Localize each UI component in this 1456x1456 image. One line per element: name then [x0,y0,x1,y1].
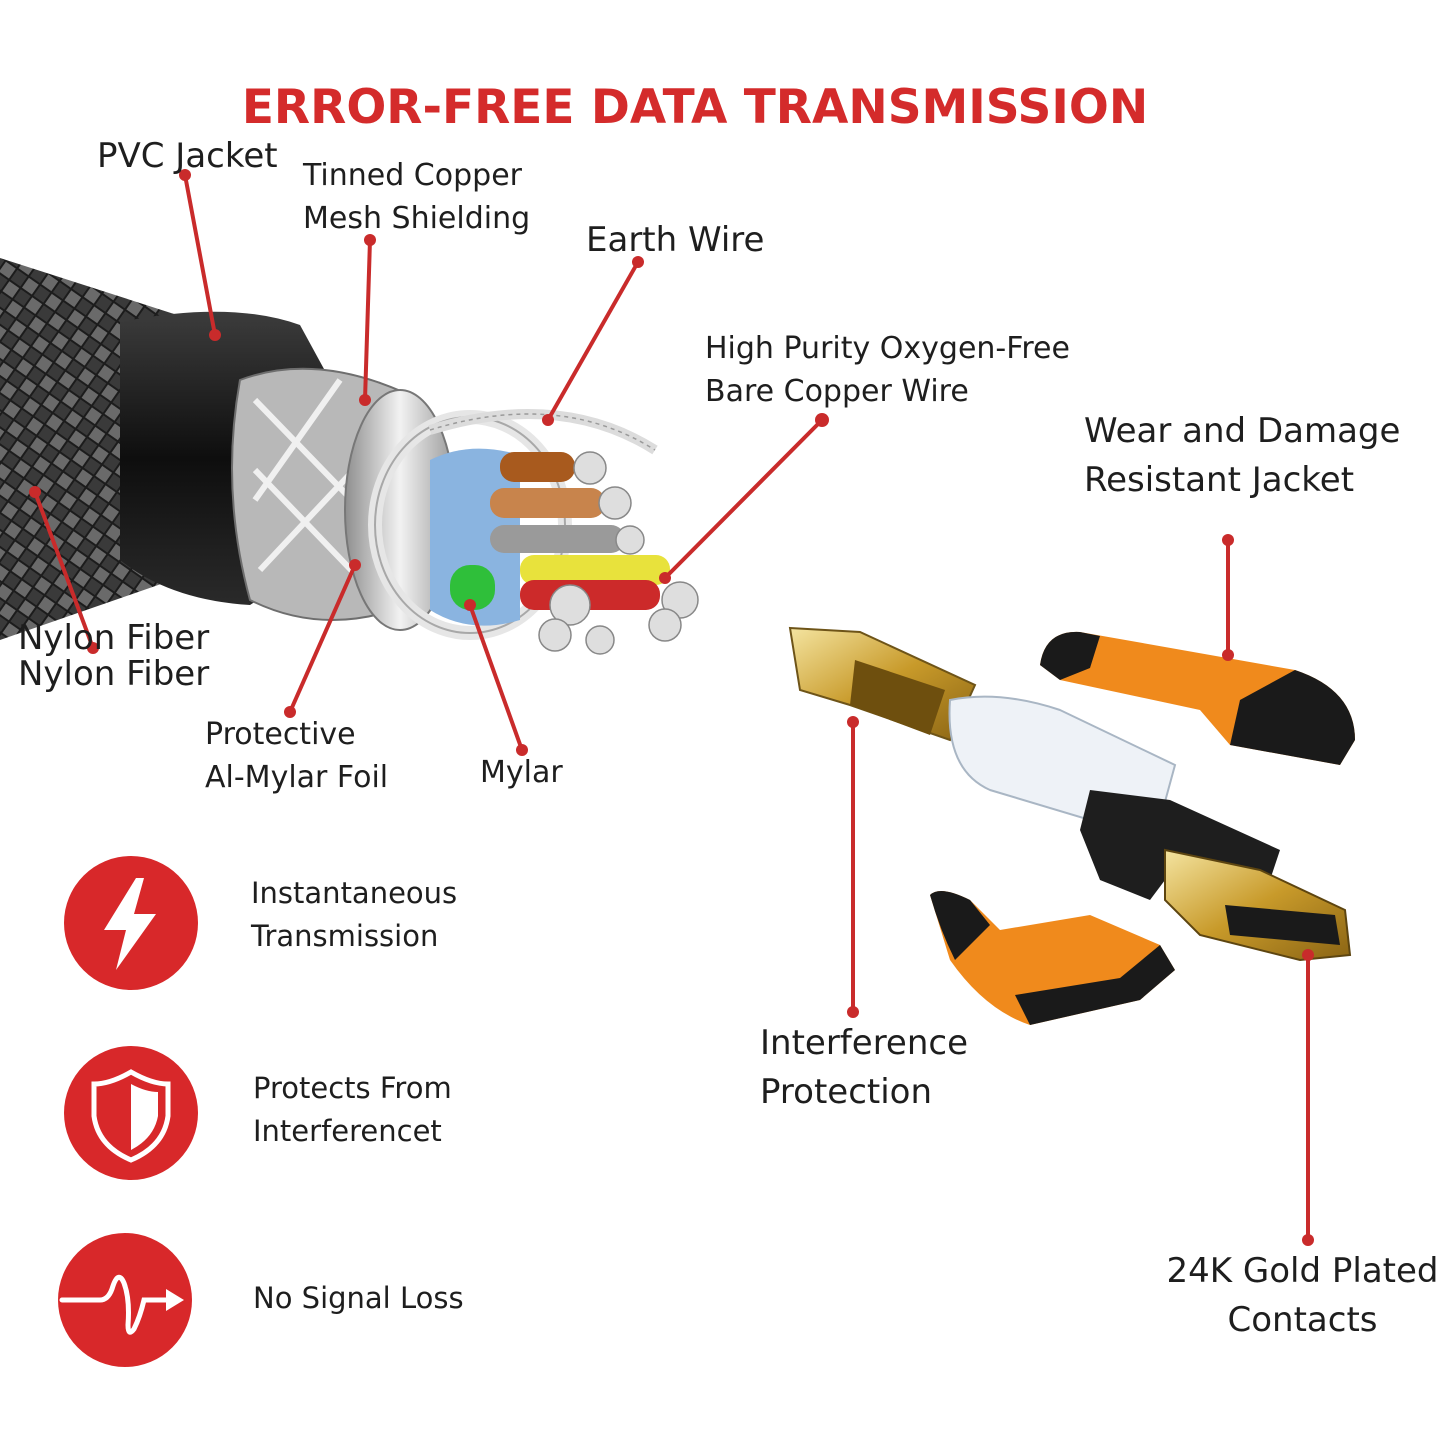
label-al-mylar: Protective Al-Mylar Foil [205,717,389,795]
orange-jacket-bottom [930,891,1175,1025]
label-copper-wire: High Purity Oxygen-Free Bare Copper Wire [705,331,1070,409]
feature-badge-interference [64,1046,198,1180]
inner-conductors [450,451,699,655]
label-nylon-fiber: Nylon Fiber Nylon Fiber [18,618,210,694]
feature-badge-signal [58,1233,192,1367]
shield-icon [91,1069,171,1163]
feature-text-signal: No Signal Loss [253,1281,464,1315]
lightning-icon [104,878,156,970]
feature-badge-transmission [64,856,198,990]
callout-dots [29,169,1314,1246]
label-jacket: Wear and Damage Resistant Jacket [1084,411,1401,500]
label-gold-contacts: 24K Gold Plated Contacts [1166,1251,1439,1340]
label-mylar: Mylar [480,755,563,790]
hdmi-plug [1164,848,1352,962]
gold-shield [788,626,977,742]
signal-wave-icon [59,1274,184,1335]
orange-jacket-top [1040,631,1355,765]
connector-body [1080,790,1280,900]
label-interference-protection: Interference Protection [760,1023,969,1112]
label-tinned-copper: Tinned Copper Mesh Shielding [303,158,531,236]
callout-lines [33,174,1310,1240]
feature-text-interference: Protects From Interferencet [253,1071,452,1148]
label-earth-wire: Earth Wire [586,220,765,260]
page-title: ERROR-FREE DATA TRANSMISSION [241,80,1149,135]
feature-text-transmission: Instantaneous Transmission [251,876,458,953]
label-pvc-jacket: PVC Jacket [97,136,278,176]
